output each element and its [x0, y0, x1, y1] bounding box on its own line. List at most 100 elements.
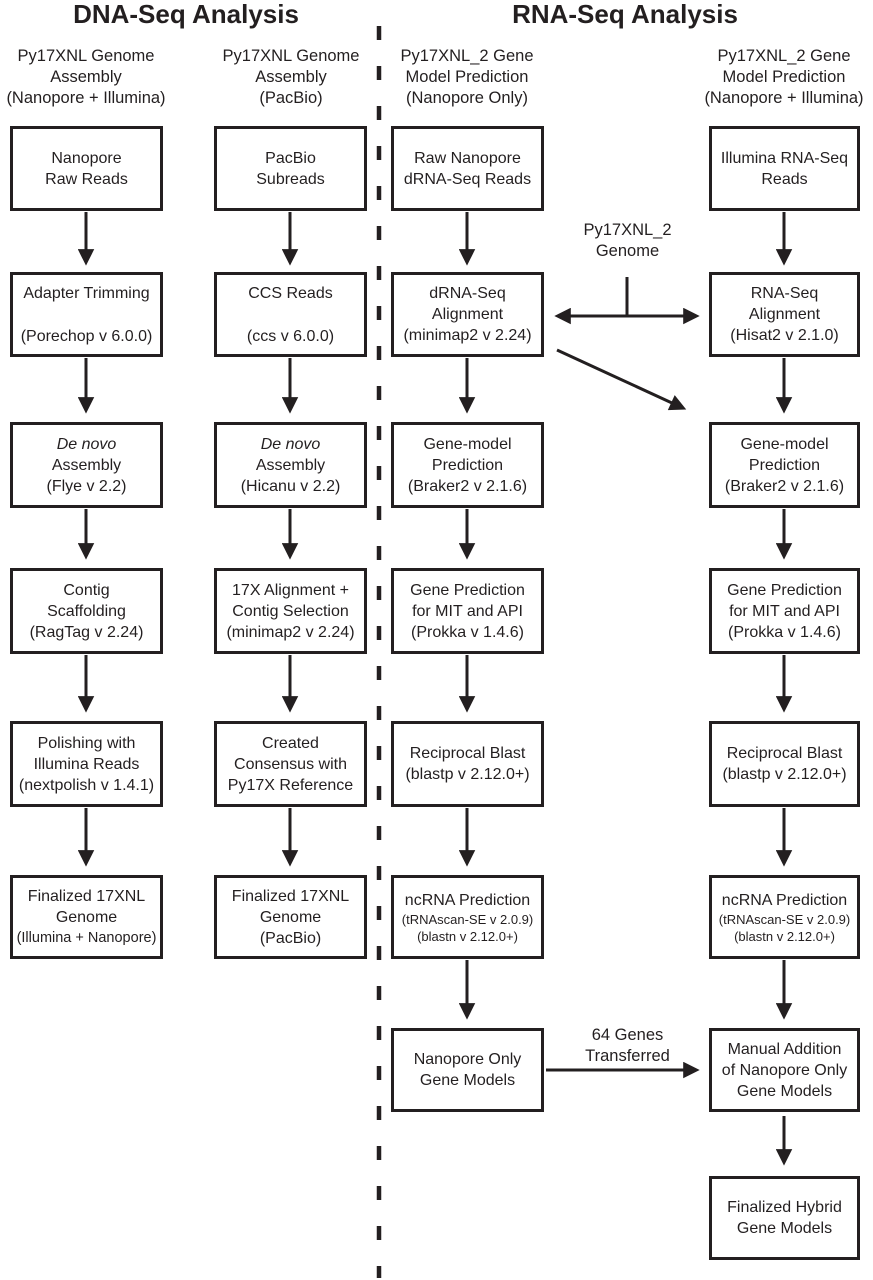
box-line: Reciprocal Blast: [726, 745, 843, 762]
box-line: (nextpolish v 1.4.1): [18, 776, 155, 794]
node-ncrna-prediction-nanopore: ncRNA Prediction (tRNAscan-SE v 2.0.9) (…: [391, 875, 544, 959]
box-line: Consensus with: [234, 755, 347, 773]
box-line: Prediction: [748, 456, 821, 474]
box-line: (Prokka v 1.4.6): [728, 623, 841, 641]
node-created-consensus-py17x: Created Consensus with Py17X Reference: [214, 721, 367, 807]
node-gene-model-prediction-nanopore: Gene-model Prediction (Braker2 v 2.1.6): [391, 422, 544, 508]
label-line: Genome: [595, 242, 660, 260]
node-de-novo-assembly-hicanu: De novo Assembly (Hicanu v 2.2): [214, 422, 367, 508]
box-line: Genome: [55, 908, 118, 926]
box-line: Raw Nanopore: [414, 149, 521, 167]
box-line: (Braker2 v 2.1.6): [724, 477, 845, 495]
box-line: Alignment: [748, 306, 821, 323]
node-finalized-17xnl-genome-illumina-nanopore: Finalized 17XNL Genome (Illumina + Nanop…: [10, 875, 163, 959]
box-line: (PacBio): [259, 929, 322, 947]
box-line: Gene Models: [736, 1082, 833, 1100]
box-line: Contig: [63, 581, 110, 599]
box-line: PacBio: [265, 149, 316, 167]
box-line: dRNA-Seq Reads: [403, 170, 532, 188]
box-line: Assembly: [255, 456, 326, 474]
box-line: De novo: [260, 435, 321, 453]
header-line: Py17XNL_2 Gene: [717, 47, 851, 65]
header-line: (Nanopore + Illumina): [704, 89, 864, 107]
box-line: Polishing with: [37, 734, 136, 752]
box-line: (Braker2 v 2.1.6): [407, 477, 528, 495]
node-drna-seq-alignment: dRNA-Seq Alignment (minimap2 v 2.24): [391, 272, 544, 357]
header-line: Assembly: [50, 68, 122, 86]
box-line: (Hisat2 v 2.1.0): [730, 327, 839, 344]
label-line: Py17XNL_2: [583, 221, 672, 239]
dna-seq-section-title: DNA-Seq Analysis: [73, 0, 299, 29]
box-line: (tRNAscan-SE v 2.0.9): [401, 911, 534, 927]
header-line: Py17XNL Genome: [222, 47, 360, 65]
box-line: (minimap2 v 2.24): [226, 623, 355, 641]
genes-transferred-label: 64 Genes Transferred: [550, 1025, 705, 1067]
box-line: Subreads: [256, 170, 325, 188]
box-line: (Flye v 2.2): [46, 477, 127, 495]
node-pacbio-subreads: PacBio Subreads: [214, 126, 367, 211]
box-line: (Illumina + Nanopore): [16, 929, 157, 946]
node-raw-nanopore-drna-seq-reads: Raw Nanopore dRNA-Seq Reads: [391, 126, 544, 211]
node-polishing-illumina-reads: Polishing with Illumina Reads (nextpolis…: [10, 721, 163, 807]
column-header-hybrid-prediction: Py17XNL_2 Gene Model Prediction (Nanopor…: [694, 46, 873, 109]
box-line: Adapter Trimming: [23, 284, 150, 302]
node-de-novo-assembly-flye: De novo Assembly (Flye v 2.2): [10, 422, 163, 508]
box-line: Genome: [259, 908, 322, 926]
box-line: for MIT and API: [412, 602, 523, 620]
node-ccs-reads: CCS Reads (ccs v 6.0.0): [214, 272, 367, 357]
box-line: Gene-model: [423, 435, 512, 453]
box-line: CCS Reads: [248, 284, 333, 302]
box-line: Reciprocal Blast: [409, 745, 526, 762]
genome-feed-double-arrow: [554, 277, 700, 325]
box-line: Scaffolding: [47, 602, 126, 620]
box-line: RNA-Seq: [750, 285, 819, 302]
box-line: Finalized 17XNL: [231, 887, 350, 905]
py17xnl2-genome-label: Py17XNL_2 Genome: [550, 220, 705, 262]
label-line: Transferred: [585, 1047, 670, 1065]
box-line: Alignment: [431, 306, 504, 323]
node-ncrna-prediction-hybrid: ncRNA Prediction (tRNAscan-SE v 2.0.9) (…: [709, 875, 860, 959]
label-line: 64 Genes: [591, 1026, 664, 1044]
box-line: Manual Addition: [727, 1040, 842, 1058]
column-header-nanopore-only-prediction: Py17XNL_2 Gene Model Prediction (Nanopor…: [382, 46, 552, 109]
node-reciprocal-blast-nanopore: Reciprocal Blast (blastp v 2.12.0+): [391, 721, 544, 807]
box-line: Gene Models: [419, 1072, 516, 1089]
header-line: (Nanopore Only): [406, 89, 528, 107]
box-line: Nanopore: [51, 149, 122, 167]
header-line: Model Prediction: [405, 68, 529, 86]
box-line: Finalized Hybrid: [727, 1199, 842, 1216]
box-line: (Porechop v 6.0.0): [20, 327, 153, 345]
box-line: Created: [262, 734, 319, 752]
box-line: Contig Selection: [232, 602, 349, 620]
box-line: Gene Prediction: [410, 581, 525, 599]
box-line: ncRNA Prediction: [721, 891, 848, 909]
node-gene-prediction-mit-api-hybrid: Gene Prediction for MIT and API (Prokka …: [709, 568, 860, 654]
header-line: Py17XNL_2 Gene: [400, 47, 534, 65]
rna-seq-section-title: RNA-Seq Analysis: [512, 0, 738, 29]
node-gene-model-prediction-hybrid: Gene-model Prediction (Braker2 v 2.1.6): [709, 422, 860, 508]
box-line: De novo: [56, 435, 117, 453]
header-line: Py17XNL Genome: [17, 47, 155, 65]
node-contig-scaffolding: Contig Scaffolding (RagTag v 2.24): [10, 568, 163, 654]
box-line: (blastn v 2.12.0+): [734, 928, 835, 944]
node-nanopore-only-gene-models: Nanopore Only Gene Models: [391, 1028, 544, 1112]
node-finalized-hybrid-gene-models: Finalized Hybrid Gene Models: [709, 1176, 860, 1260]
box-line: of Nanopore Only: [721, 1061, 848, 1079]
column-header-pacbio-assembly: Py17XNL Genome Assembly (PacBio): [206, 46, 376, 109]
box-line: Prediction: [431, 456, 504, 474]
box-line: (Hicanu v 2.2): [240, 477, 341, 495]
node-gene-prediction-mit-api-nanopore: Gene Prediction for MIT and API (Prokka …: [391, 568, 544, 654]
header-line: Assembly: [255, 68, 327, 86]
node-reciprocal-blast-hybrid: Reciprocal Blast (blastp v 2.12.0+): [709, 721, 860, 807]
node-manual-addition-nanopore-only: Manual Addition of Nanopore Only Gene Mo…: [709, 1028, 860, 1112]
header-line: Model Prediction: [722, 68, 846, 86]
box-line: (blastp v 2.12.0+): [722, 766, 847, 783]
box-line: Gene Models: [736, 1220, 833, 1237]
node-nanopore-raw-reads: Nanopore Raw Reads: [10, 126, 163, 211]
box-line: Finalized 17XNL: [27, 887, 146, 905]
box-line: (blastn v 2.12.0+): [417, 928, 518, 944]
box-line: 17X Alignment +: [232, 581, 349, 599]
node-illumina-rna-seq-reads: Illumina RNA-Seq Reads: [709, 126, 860, 211]
box-line: Nanopore Only: [413, 1051, 522, 1068]
